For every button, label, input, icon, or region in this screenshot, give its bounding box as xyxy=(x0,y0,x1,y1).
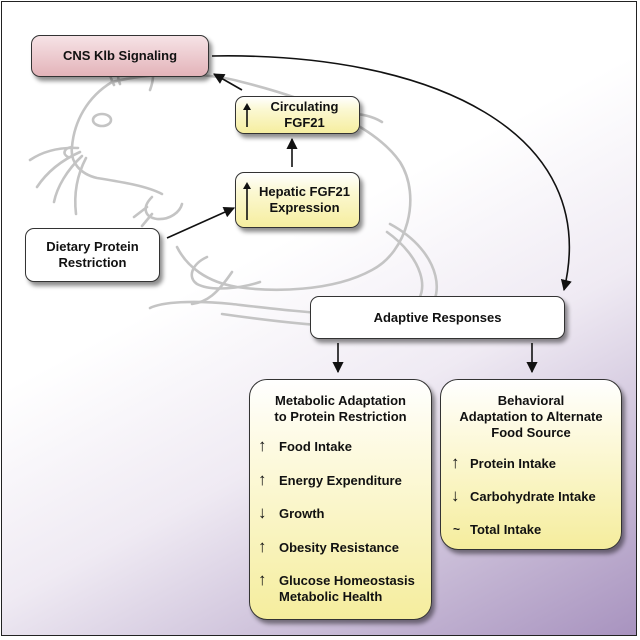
behavioral-panel-title: Behavioral Adaptation to Alternate Food … xyxy=(459,393,603,440)
adaptive-responses-label: Adaptive Responses xyxy=(373,309,502,325)
up-arrow-icon xyxy=(243,182,251,220)
down-arrow-icon: ↓ xyxy=(451,486,460,505)
behavioral-item-label: Carbohydrate Intake xyxy=(470,489,596,504)
cns-signaling-box: CNS Klb Signaling xyxy=(31,35,209,77)
arrow-dietary-to-hepatic xyxy=(166,207,236,239)
metabolic-item-label: Energy Expenditure xyxy=(279,473,402,488)
metabolic-item-label: Food Intake xyxy=(279,439,352,454)
arrow-circulating-to-cns xyxy=(213,73,243,91)
up-arrow-icon: ↑ xyxy=(258,436,267,455)
cns-signaling-label: CNS Klb Signaling xyxy=(62,48,178,63)
metabolic-item-label: Glucose Homeostasis Metabolic Health xyxy=(279,573,415,604)
metabolic-panel-title: Metabolic Adaptation to Protein Restrict… xyxy=(274,393,407,424)
hepatic-fgf21-label: Hepatic FGF21 Expression xyxy=(258,184,351,215)
circulating-fgf21-label: Circulating FGF21 xyxy=(270,99,339,130)
metabolic-item-label: Obesity Resistance xyxy=(279,540,399,555)
behavioral-item-label: Protein Intake xyxy=(470,456,556,471)
up-arrow-icon: ↑ xyxy=(451,453,460,472)
hepatic-fgf21-box: Hepatic FGF21 Expression xyxy=(235,172,360,228)
behavioral-adaptation-panel: Behavioral Adaptation to Alternate Food … xyxy=(440,379,622,550)
circulating-fgf21-box: Circulating FGF21 xyxy=(235,96,360,134)
metabolic-adaptation-panel: Metabolic Adaptation to Protein Restrict… xyxy=(249,379,432,620)
arrow-cns-to-adaptive xyxy=(211,55,572,292)
up-arrow-icon: ↑ xyxy=(258,470,267,489)
up-arrow-icon xyxy=(243,103,251,127)
metabolic-item-label: Growth xyxy=(279,506,325,521)
tilde-icon: ~ xyxy=(453,522,461,536)
up-arrow-icon: ↑ xyxy=(258,570,267,589)
adaptive-responses-box: Adaptive Responses xyxy=(310,296,565,339)
dietary-restriction-label: Dietary Protein Restriction xyxy=(46,239,139,270)
down-arrow-icon: ↓ xyxy=(258,503,267,522)
behavioral-item-label: Total Intake xyxy=(470,522,542,537)
up-arrow-icon: ↑ xyxy=(258,537,267,556)
dietary-restriction-box: Dietary Protein Restriction xyxy=(25,228,160,282)
